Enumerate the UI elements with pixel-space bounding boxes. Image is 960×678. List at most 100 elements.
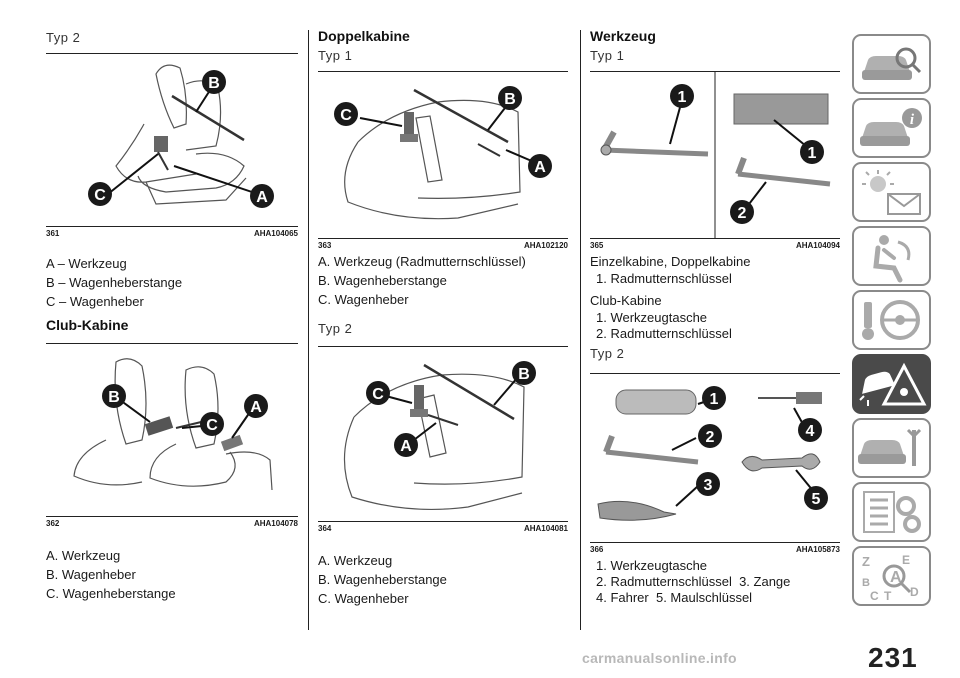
svg-text:2: 2 (706, 429, 715, 446)
text-title: Einzelkabine, Doppelkabine (590, 254, 751, 269)
callout-c: C (366, 381, 390, 405)
legend-363: A. Werkzeug (Radmutternschlüssel) B. Wag… (318, 252, 568, 309)
figure-363: B C A (318, 71, 568, 239)
legend-366: 1. Werkzeugtasche 2. Radmutternschlüssel… (590, 558, 840, 606)
svg-text:T: T (884, 589, 892, 603)
subheading-typ2: Typ 2 (318, 321, 353, 336)
chapter-tab-sidebar: i (852, 34, 935, 610)
callout-a: A (528, 154, 552, 178)
callout-a: A (244, 394, 268, 418)
callout-a: A (250, 184, 274, 208)
car-search-icon (862, 47, 922, 80)
svg-text:A: A (250, 399, 262, 416)
legend-item: C – Wagenheber (46, 294, 144, 309)
legend-item: A. Werkzeug (46, 548, 121, 563)
airbag-seat-icon (873, 235, 911, 283)
svg-text:B: B (108, 389, 120, 406)
figure-362: B C A (46, 343, 298, 517)
svg-text:A: A (400, 438, 412, 455)
text-item: 1. Radmutternschlüssel (596, 271, 732, 286)
svg-text:D: D (910, 585, 919, 599)
figure-361: B C A (46, 53, 298, 227)
svg-text:B: B (862, 577, 870, 589)
wheel-wrench-illustration: 1 1 2 (600, 72, 831, 238)
callout-b: B (202, 70, 226, 94)
car-info-icon: i (860, 108, 922, 146)
section-heading-doppelkabine: Doppelkabine (318, 28, 410, 44)
tab-car-service[interactable] (852, 418, 931, 478)
figure-364: B C A (318, 346, 568, 522)
bench-seat-typ2-illustration: B C A (343, 361, 536, 511)
figure-366: 1 2 3 4 5 (590, 373, 840, 543)
legend-364: A. Werkzeug B. Wagenheberstange C. Wagen… (318, 551, 568, 608)
svg-text:2: 2 (738, 205, 747, 222)
callout-3: 3 (696, 472, 720, 496)
subheading-typ1: Typ 1 (318, 48, 353, 63)
callout-1: 1 (702, 386, 726, 410)
legend-item: A – Werkzeug (46, 256, 127, 271)
seat-jack-illustration: B C A (88, 64, 274, 208)
legend-item: B. Wagenheberstange (318, 273, 447, 288)
tab-airbag-seat[interactable] (852, 226, 931, 286)
svg-text:3: 3 (704, 477, 713, 494)
tab-breakdown-triangle[interactable] (852, 354, 931, 414)
callout-2: 2 (698, 424, 722, 448)
text-item: 1. Werkzeugtasche (596, 310, 708, 325)
callout-1: 1 (800, 140, 824, 164)
callout-5: 5 (804, 486, 828, 510)
legend-item: A. Werkzeug (Radmutternschlüssel) (318, 254, 526, 269)
column-divider (308, 30, 309, 630)
svg-text:C: C (206, 417, 218, 434)
svg-text:C: C (372, 386, 384, 403)
tab-steering-key[interactable] (852, 290, 931, 350)
column-divider (580, 30, 581, 630)
legend-item: B – Wagenheberstange (46, 275, 183, 290)
page-number: 231 (868, 642, 918, 673)
tab-settings-list[interactable] (852, 482, 931, 542)
warning-lights-icon (862, 170, 921, 215)
section-heading-werkzeug: Werkzeug (590, 28, 656, 44)
text-title: Club-Kabine (590, 293, 662, 308)
watermark: carmanualsonline.info (582, 650, 737, 666)
callout-b: B (512, 361, 536, 385)
svg-text:C: C (870, 589, 879, 603)
svg-text:A: A (890, 569, 902, 586)
tab-car-info[interactable]: i (852, 98, 931, 158)
legend-item: 2. Radmutternschlüssel 3. Zange (596, 574, 791, 589)
tab-car-search[interactable] (852, 34, 931, 94)
svg-text:B: B (518, 366, 530, 383)
settings-list-icon (863, 491, 921, 533)
svg-text:A: A (256, 189, 268, 206)
svg-text:C: C (94, 187, 106, 204)
legend-362: A. Werkzeug B. Wagenheber C. Wagenhebers… (46, 546, 298, 603)
callout-c: C (200, 412, 224, 436)
legend-item: B. Wagenheberstange (318, 572, 447, 587)
breakdown-triangle-icon (859, 362, 927, 406)
callout-c: C (88, 182, 112, 206)
legend-item: C. Wagenheber (318, 591, 409, 606)
svg-text:Z: Z (862, 554, 870, 569)
callout-b: B (102, 384, 126, 408)
subheading-typ2: Typ 2 (590, 346, 625, 361)
figure-365: 1 1 2 (590, 71, 840, 239)
svg-text:B: B (504, 91, 516, 108)
steering-key-icon (862, 300, 920, 340)
legend-item: A. Werkzeug (318, 553, 393, 568)
legend-item: B. Wagenheber (46, 567, 136, 582)
tab-warning-lights[interactable] (852, 162, 931, 222)
legend-item: 1. Werkzeugtasche (596, 558, 708, 573)
tab-alphabetical-index[interactable]: Z E A B C T D (852, 546, 931, 606)
svg-text:A: A (534, 159, 546, 176)
section-heading-club-kabine: Club-Kabine (46, 317, 129, 333)
callout-c: C (334, 102, 358, 126)
club-seat-illustration: B C A (73, 358, 273, 491)
bench-seat-illustration: B C A (334, 86, 552, 220)
